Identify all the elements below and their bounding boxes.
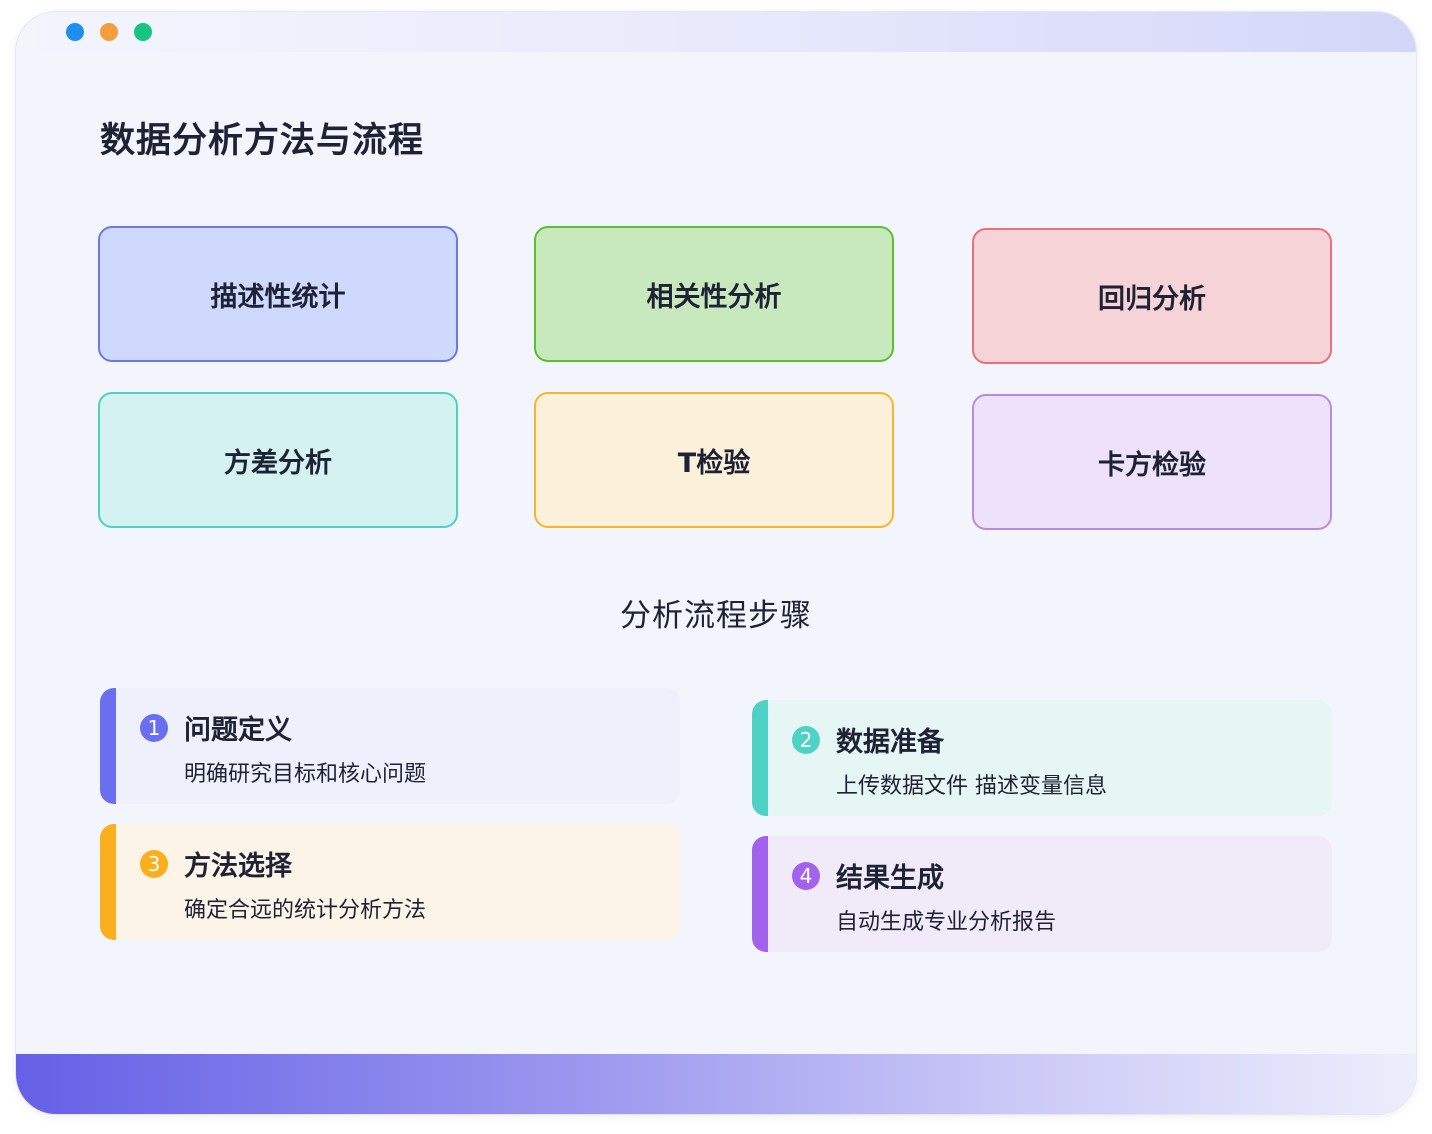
process-step-1[interactable]: 1 问题定义 明确研究目标和核心问题 — [100, 688, 680, 804]
process-step-3[interactable]: 3 方法选择 确定合远的统计分析方法 — [100, 824, 680, 940]
step-title: 方法选择 — [184, 851, 292, 882]
method-box-t-test[interactable]: T检验 — [534, 392, 894, 528]
process-step-2[interactable]: 2 数据准备 上传数据文件 描述变量信息 — [752, 700, 1332, 816]
step-accent-bar — [100, 824, 116, 940]
method-label: 方差分析 — [224, 447, 332, 479]
step-title: 数据准备 — [836, 727, 944, 758]
step-number-badge: 4 — [792, 862, 820, 890]
step-accent-bar — [752, 700, 768, 816]
window-dot-blue[interactable] — [66, 23, 84, 41]
page-title: 数据分析方法与流程 — [100, 121, 425, 161]
step-number-badge: 2 — [792, 726, 820, 754]
window-dot-green[interactable] — [134, 23, 152, 41]
step-description: 自动生成专业分析报告 — [836, 910, 1057, 935]
window-titlebar — [16, 12, 1416, 52]
bottom-gradient-bar — [16, 1054, 1416, 1114]
step-title: 结果生成 — [836, 863, 944, 894]
step-description: 上传数据文件 描述变量信息 — [836, 774, 1107, 799]
step-accent-bar — [100, 688, 116, 804]
method-box-descriptive-stats[interactable]: 描述性统计 — [98, 226, 458, 362]
method-label: 相关性分析 — [646, 281, 782, 313]
method-box-correlation[interactable]: 相关性分析 — [534, 226, 894, 362]
step-title: 问题定义 — [184, 715, 292, 746]
process-section-title: 分析流程步骤 — [620, 598, 812, 634]
step-accent-bar — [752, 836, 768, 952]
step-description: 明确研究目标和核心问题 — [184, 762, 427, 787]
method-box-regression[interactable]: 回归分析 — [972, 228, 1332, 364]
method-label: 回归分析 — [1098, 283, 1206, 315]
method-label: 卡方检验 — [1098, 449, 1206, 481]
method-box-chi-square[interactable]: 卡方检验 — [972, 394, 1332, 530]
window-dot-orange[interactable] — [100, 23, 118, 41]
step-number-badge: 3 — [140, 850, 168, 878]
method-label: 描述性统计 — [210, 281, 346, 313]
step-description: 确定合远的统计分析方法 — [184, 898, 427, 923]
process-step-4[interactable]: 4 结果生成 自动生成专业分析报告 — [752, 836, 1332, 952]
step-number-badge: 1 — [140, 714, 168, 742]
method-label: T检验 — [677, 447, 751, 479]
method-box-anova[interactable]: 方差分析 — [98, 392, 458, 528]
window-frame: 数据分析方法与流程 描述性统计 相关性分析 回归分析 方差分析 T检验 卡方检验… — [16, 12, 1416, 1114]
